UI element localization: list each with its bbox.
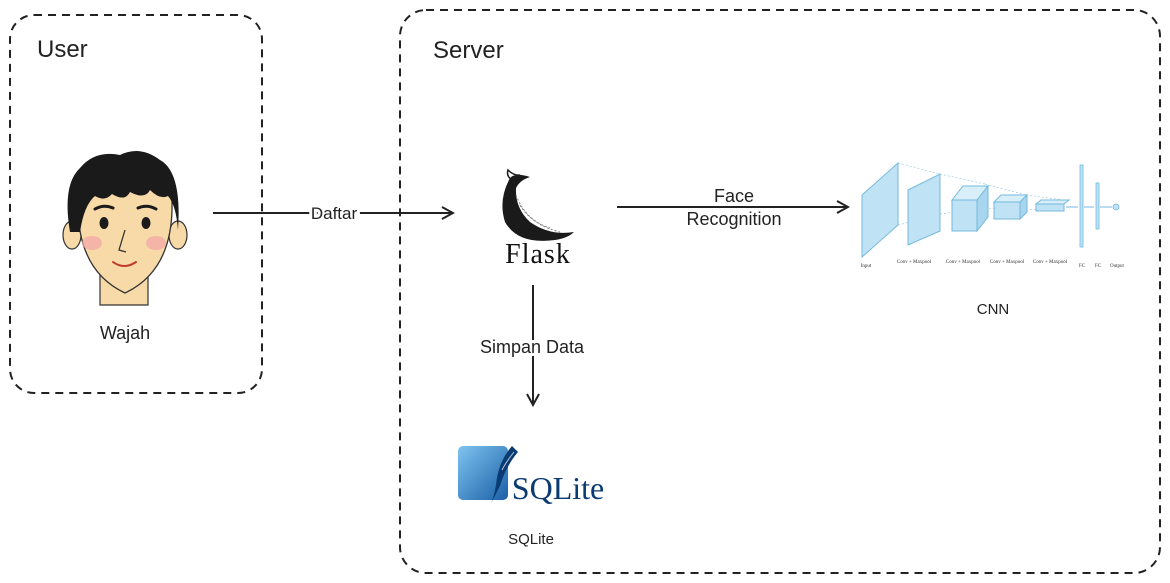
sqlite-caption: SQLite [508, 531, 554, 548]
cnn-label-conv2: Conv + Maxpool [946, 260, 981, 265]
cnn-label-input: Input [861, 264, 872, 269]
edge-daftar[interactable]: Daftar [213, 201, 453, 226]
edge-simpan-data[interactable]: Simpan Data [477, 285, 588, 405]
edge-face-recognition-label-line1: Face [714, 186, 754, 206]
cnn-label-fc1: FC [1079, 264, 1086, 269]
cnn-label-conv1: Conv + Maxpool [897, 260, 932, 265]
server-group-border [399, 9, 1161, 574]
edge-daftar-label: Daftar [311, 204, 358, 223]
flask-logo-text: Flask [505, 239, 571, 270]
edge-face-recognition[interactable]: Face Recognition [617, 183, 848, 232]
sqlite-logo-icon[interactable]: SQLite [458, 446, 604, 506]
face-icon[interactable] [62, 151, 188, 306]
cnn-label-fc2: FC [1095, 264, 1102, 269]
user-group-border [9, 14, 263, 394]
cnn-label-output: Output [1110, 264, 1125, 269]
cnn-label-conv4: Conv + Maxpool [1033, 260, 1068, 265]
server-group-title: Server [433, 37, 504, 64]
cnn-label-conv3: Conv + Maxpool [990, 260, 1025, 265]
user-group[interactable]: User [9, 14, 263, 394]
cnn-architecture-icon[interactable]: Input Conv + Maxpool Conv + Maxpool Conv… [861, 161, 1125, 269]
edge-simpan-data-label: Simpan Data [480, 337, 585, 357]
sqlite-logo-text: SQLite [512, 470, 604, 506]
flask-logo-icon[interactable]: Flask [502, 168, 574, 270]
server-group[interactable]: Server [399, 9, 1161, 574]
cnn-caption: CNN [977, 301, 1010, 318]
user-group-title: User [37, 36, 88, 63]
face-caption: Wajah [100, 323, 150, 343]
edge-face-recognition-label-line2: Recognition [686, 209, 781, 229]
